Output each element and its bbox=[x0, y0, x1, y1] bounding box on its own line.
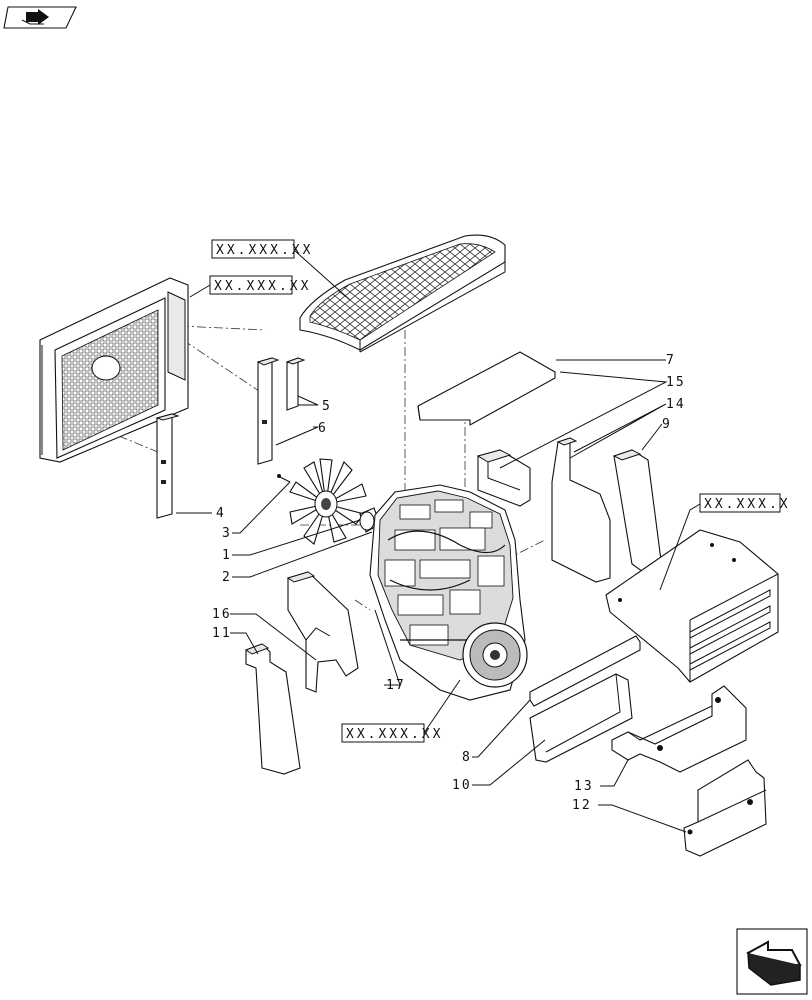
part-15-block bbox=[476, 449, 531, 507]
callout-9: 9 bbox=[662, 417, 672, 432]
cooling-fan bbox=[277, 458, 367, 545]
callout-8: 8 bbox=[462, 750, 472, 765]
callout-leaders bbox=[176, 359, 687, 833]
part-7-panel bbox=[417, 351, 556, 426]
callout-7: 7 bbox=[666, 353, 676, 368]
callout-11: 11 bbox=[212, 626, 232, 641]
part-13-bracket bbox=[611, 685, 747, 773]
callout-numbers: 1 2 3 4 5 6 7 8 9 10 11 12 13 14 15 16 1… bbox=[212, 353, 686, 813]
reference-box-1[interactable]: XX.XXX.XX bbox=[211, 239, 313, 259]
next-page-arrow-icon[interactable] bbox=[736, 928, 808, 995]
radiator-frame bbox=[39, 277, 189, 463]
part-10-block bbox=[529, 673, 633, 763]
callout-16: 16 bbox=[212, 607, 232, 622]
callout-12: 12 bbox=[572, 798, 592, 813]
part-14-panel bbox=[551, 437, 611, 583]
reference-box-2[interactable]: XX.XXX.XX bbox=[209, 275, 311, 295]
callout-3: 3 bbox=[222, 526, 232, 541]
part-4-strip bbox=[155, 413, 180, 519]
part-5-block bbox=[285, 357, 306, 411]
svg-text:XX.XXX.XX: XX.XXX.XX bbox=[346, 727, 443, 742]
callout-14: 14 bbox=[666, 397, 686, 412]
part-12-bracket bbox=[683, 759, 767, 857]
callout-6: 6 bbox=[318, 421, 328, 436]
part-9-strip bbox=[612, 449, 663, 575]
svg-text:XX.XXX.XX: XX.XXX.XX bbox=[214, 279, 311, 294]
floor-plate bbox=[605, 529, 779, 683]
callout-5: 5 bbox=[322, 399, 332, 414]
reference-box-4[interactable]: XX.XXX.XX bbox=[341, 723, 443, 743]
reference-leaders bbox=[189, 249, 701, 734]
callout-4: 4 bbox=[216, 506, 226, 521]
book-arrow-icon[interactable] bbox=[3, 6, 77, 29]
part-6-strip bbox=[256, 357, 280, 465]
callout-10: 10 bbox=[452, 778, 472, 793]
svg-text:XX.XXX.X: XX.XXX.X bbox=[704, 497, 791, 512]
callout-17: 17 bbox=[386, 678, 406, 693]
svg-text:XX.XXX.XX: XX.XXX.XX bbox=[216, 243, 313, 258]
part-11-panel bbox=[244, 643, 301, 775]
reference-box-3[interactable]: XX.XXX.X bbox=[699, 493, 791, 513]
callout-13: 13 bbox=[574, 779, 594, 794]
callout-1: 1 bbox=[222, 548, 232, 563]
engine-hood bbox=[299, 234, 506, 353]
callout-2: 2 bbox=[222, 570, 232, 585]
callout-15: 15 bbox=[666, 375, 686, 390]
engine-block bbox=[369, 484, 528, 701]
part-16-panel bbox=[286, 571, 359, 693]
